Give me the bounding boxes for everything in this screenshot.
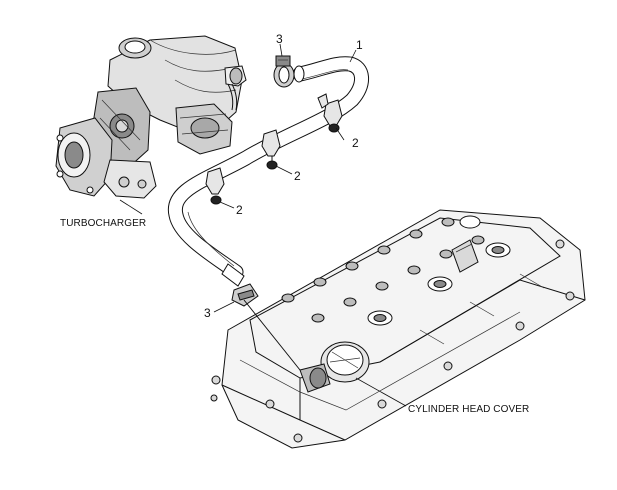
hose-clip-1 <box>323 99 343 133</box>
callout-clip-2: 2 <box>294 169 301 183</box>
callout-hose: 1 <box>356 38 363 52</box>
cylinder-head-cover-illustration <box>210 209 586 449</box>
caption-cylinder-head-cover: CYLINDER HEAD COVER <box>408 404 529 415</box>
turbocharger-illustration <box>55 35 247 199</box>
hose-clamp-lower <box>231 283 259 307</box>
leader-lines <box>119 43 407 407</box>
caption-turbocharger: TURBOCHARGER <box>60 218 146 229</box>
callout-clip-1: 2 <box>352 136 359 150</box>
hose-clip-3 <box>205 167 225 205</box>
callout-clip-3: 2 <box>236 203 243 217</box>
hose-assembly <box>167 56 369 287</box>
hose-clip-4 <box>317 93 329 109</box>
hose-clip-2 <box>261 129 281 170</box>
callout-clamp-upper: 3 <box>276 32 283 46</box>
hose-clamp-upper <box>273 55 295 88</box>
callout-clamp-lower: 3 <box>204 306 211 320</box>
